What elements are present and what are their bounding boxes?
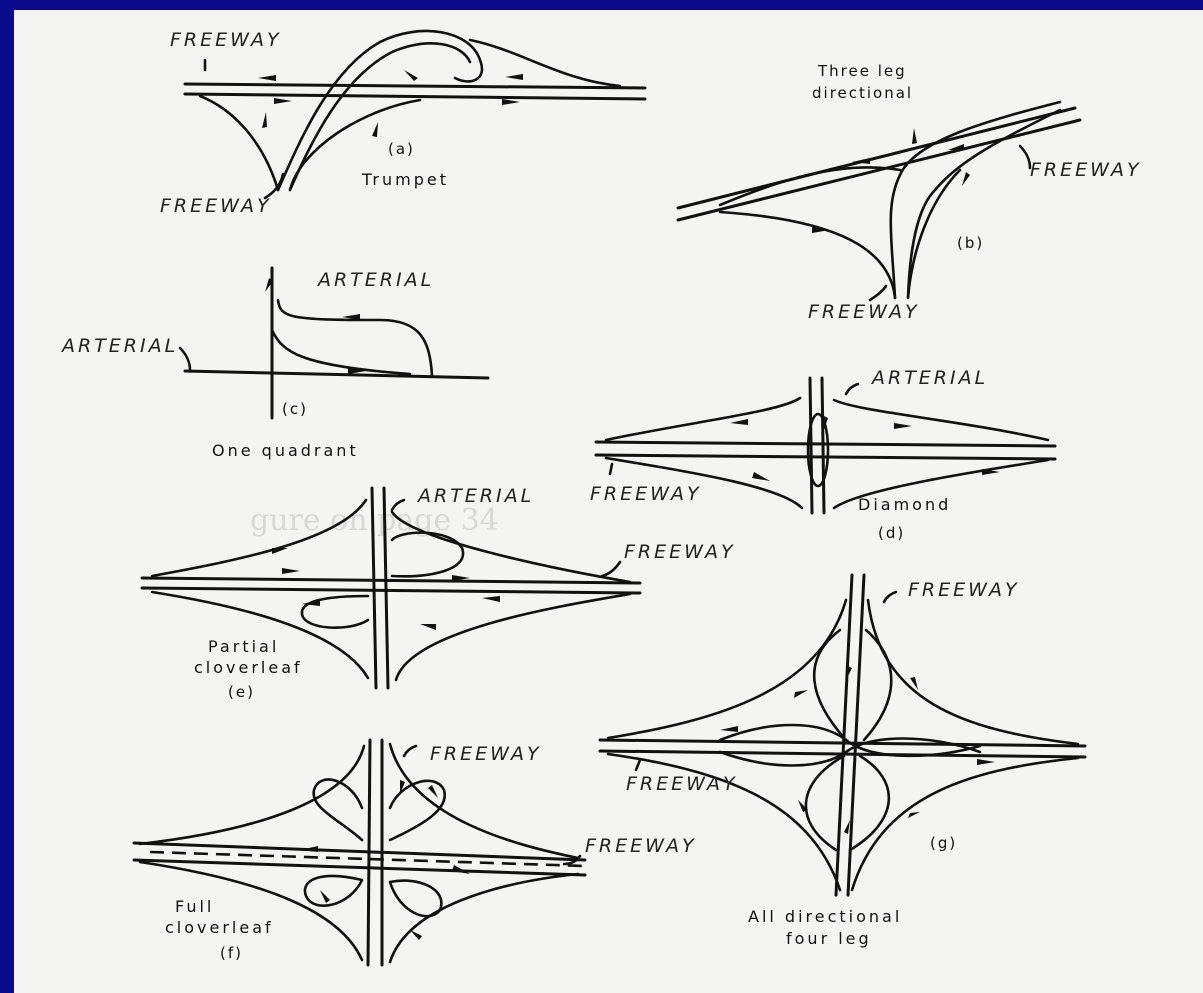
label-b-freeway-bottom: FREEWAY bbox=[808, 301, 920, 323]
panel-c-letter: (c) bbox=[282, 400, 308, 418]
panel-a-letter: (a) bbox=[388, 140, 415, 158]
label-e-arterial: ARTERIAL bbox=[416, 485, 534, 507]
panel-c-name: One quadrant bbox=[212, 441, 359, 460]
panel-g-letter: (g) bbox=[930, 834, 957, 852]
panel-f-letter: (f) bbox=[220, 944, 243, 962]
diagram-sheet: gure on page 34 FREEWAY FREEWAY (a) Trum… bbox=[14, 10, 1203, 993]
panel-d-name: Diamond bbox=[858, 495, 951, 514]
panel-b-three-leg bbox=[678, 102, 1080, 298]
panel-e-name-1: Partial bbox=[208, 637, 279, 656]
panel-f-name-1: Full bbox=[175, 897, 214, 916]
panel-e-letter: (e) bbox=[228, 683, 255, 701]
label-g-freeway-left: FREEWAY bbox=[626, 773, 738, 795]
panel-b-name-1: Three leg bbox=[817, 62, 907, 80]
label-b-freeway-right: FREEWAY bbox=[1030, 159, 1142, 181]
label-a-freeway-bottom: FREEWAY bbox=[160, 195, 272, 217]
label-f-freeway-top: FREEWAY bbox=[430, 743, 542, 765]
panel-e-name-2: cloverleaf bbox=[194, 658, 303, 677]
panel-b-name-2: directional bbox=[812, 84, 913, 102]
panel-a-trumpet bbox=[185, 31, 645, 190]
label-a-freeway-top: FREEWAY bbox=[170, 29, 282, 51]
label-d-arterial: ARTERIAL bbox=[870, 367, 988, 389]
panel-g-name-1: All directional bbox=[748, 907, 902, 926]
panel-g-name-2: four leg bbox=[786, 929, 872, 948]
label-d-freeway: FREEWAY bbox=[590, 483, 702, 505]
panel-f-name-2: cloverleaf bbox=[165, 918, 274, 937]
panel-a-name: Trumpet bbox=[361, 170, 449, 189]
label-c-arterial-left: ARTERIAL bbox=[60, 335, 178, 357]
panel-b-letter: (b) bbox=[957, 234, 984, 252]
label-g-freeway-top: FREEWAY bbox=[908, 579, 1020, 601]
panel-d-letter: (d) bbox=[878, 524, 905, 542]
label-e-freeway: FREEWAY bbox=[624, 541, 736, 563]
ghost-text: gure on page 34 bbox=[250, 503, 499, 538]
label-f-freeway-right: FREEWAY bbox=[585, 835, 697, 857]
label-c-arterial-top: ARTERIAL bbox=[316, 269, 434, 291]
interchange-diagrams: gure on page 34 FREEWAY FREEWAY (a) Trum… bbox=[14, 10, 1203, 993]
